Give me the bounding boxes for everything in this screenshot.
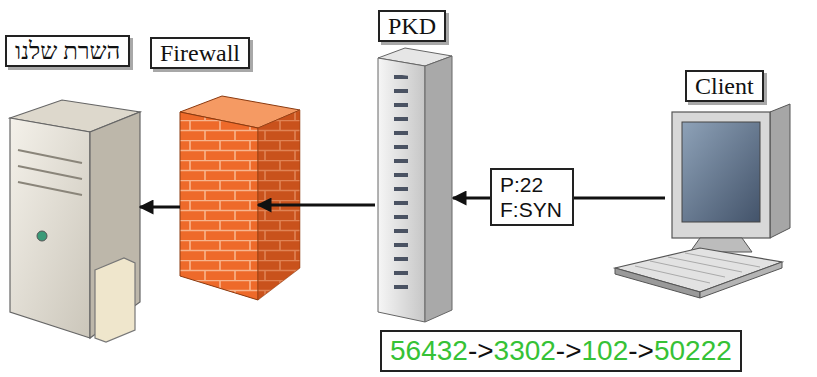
port-sequence: 56432->3302->102->50222 [390, 335, 732, 367]
firewall-label: Firewall [150, 37, 250, 69]
sequence-arrow: -> [556, 335, 582, 366]
server-node: השרת שלנו [10, 100, 140, 340]
pkd-tower-illustration [378, 48, 452, 322]
port-number: 56432 [390, 335, 468, 366]
packet-box: P:22F:SYN [490, 168, 574, 226]
pkd-node: PKD [375, 50, 453, 320]
sequence-box: 56432->3302->102->50222 [380, 330, 742, 372]
flow-arrow [140, 206, 180, 209]
flow-arrow [453, 197, 490, 200]
port-number: 3302 [494, 335, 556, 366]
client-computer-illustration [615, 104, 790, 298]
server-illustration [10, 100, 140, 342]
client-label: Client [685, 70, 764, 102]
pkd-label: PKD [378, 10, 446, 42]
flow-arrow [258, 204, 375, 207]
packet-field: P:22 [500, 172, 562, 197]
flow-arrow [574, 197, 665, 200]
firewall-illustration [180, 96, 300, 300]
packet-field: F:SYN [500, 197, 562, 222]
sequence-arrow: -> [628, 335, 654, 366]
sequence-arrow: -> [468, 335, 494, 366]
port-number: 50222 [654, 335, 732, 366]
port-number: 102 [582, 335, 629, 366]
firewall-node: Firewall [180, 95, 258, 300]
client-node: Client [665, 105, 790, 245]
server-label: השרת שלנו [5, 35, 130, 67]
